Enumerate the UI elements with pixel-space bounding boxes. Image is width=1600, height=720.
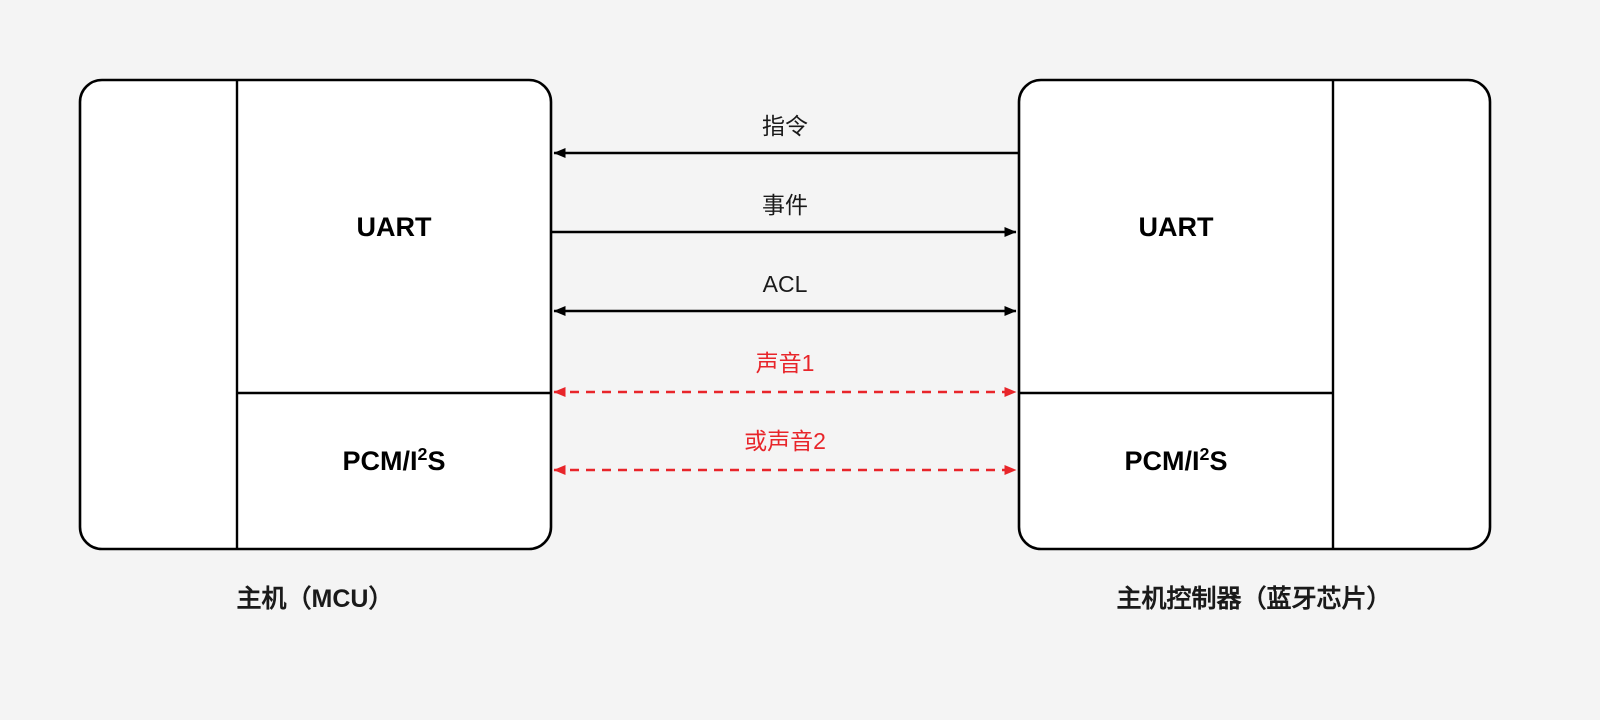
left-box-module-pcm-label: PCM/I2S	[342, 445, 446, 476]
connector-label-command: 指令	[762, 113, 808, 139]
left-uart-text: UART	[356, 212, 432, 242]
left-box-group	[78, 78, 553, 551]
right-box-outline	[1017, 78, 1492, 551]
right-box-group	[1017, 78, 1492, 551]
connector-label-audio1: 声音1	[755, 350, 815, 376]
left-box-caption: 主机（MCU）	[236, 585, 394, 613]
right-box-module-pcm-label: PCM/I2S	[1124, 445, 1228, 476]
connector-label-event: 事件	[762, 192, 808, 218]
left-box-module-uart-label: UART	[357, 214, 432, 241]
left-pcm-superscript: 2	[417, 444, 428, 464]
left-box-outline	[78, 78, 553, 551]
right-pcm-tail: S	[1209, 446, 1228, 476]
connector-label-acl: ACL	[762, 271, 808, 297]
right-uart-text: UART	[1138, 212, 1214, 242]
left-pcm-text: PCM/I	[342, 446, 418, 476]
right-box-caption: 主机控制器（蓝牙芯片）	[1116, 585, 1392, 613]
left-pcm-tail: S	[427, 446, 446, 476]
connector-label-audio2: 或声音2	[744, 428, 826, 454]
right-pcm-text: PCM/I	[1124, 446, 1200, 476]
right-pcm-superscript: 2	[1199, 444, 1210, 464]
right-box-module-uart-label: UART	[1139, 214, 1214, 241]
